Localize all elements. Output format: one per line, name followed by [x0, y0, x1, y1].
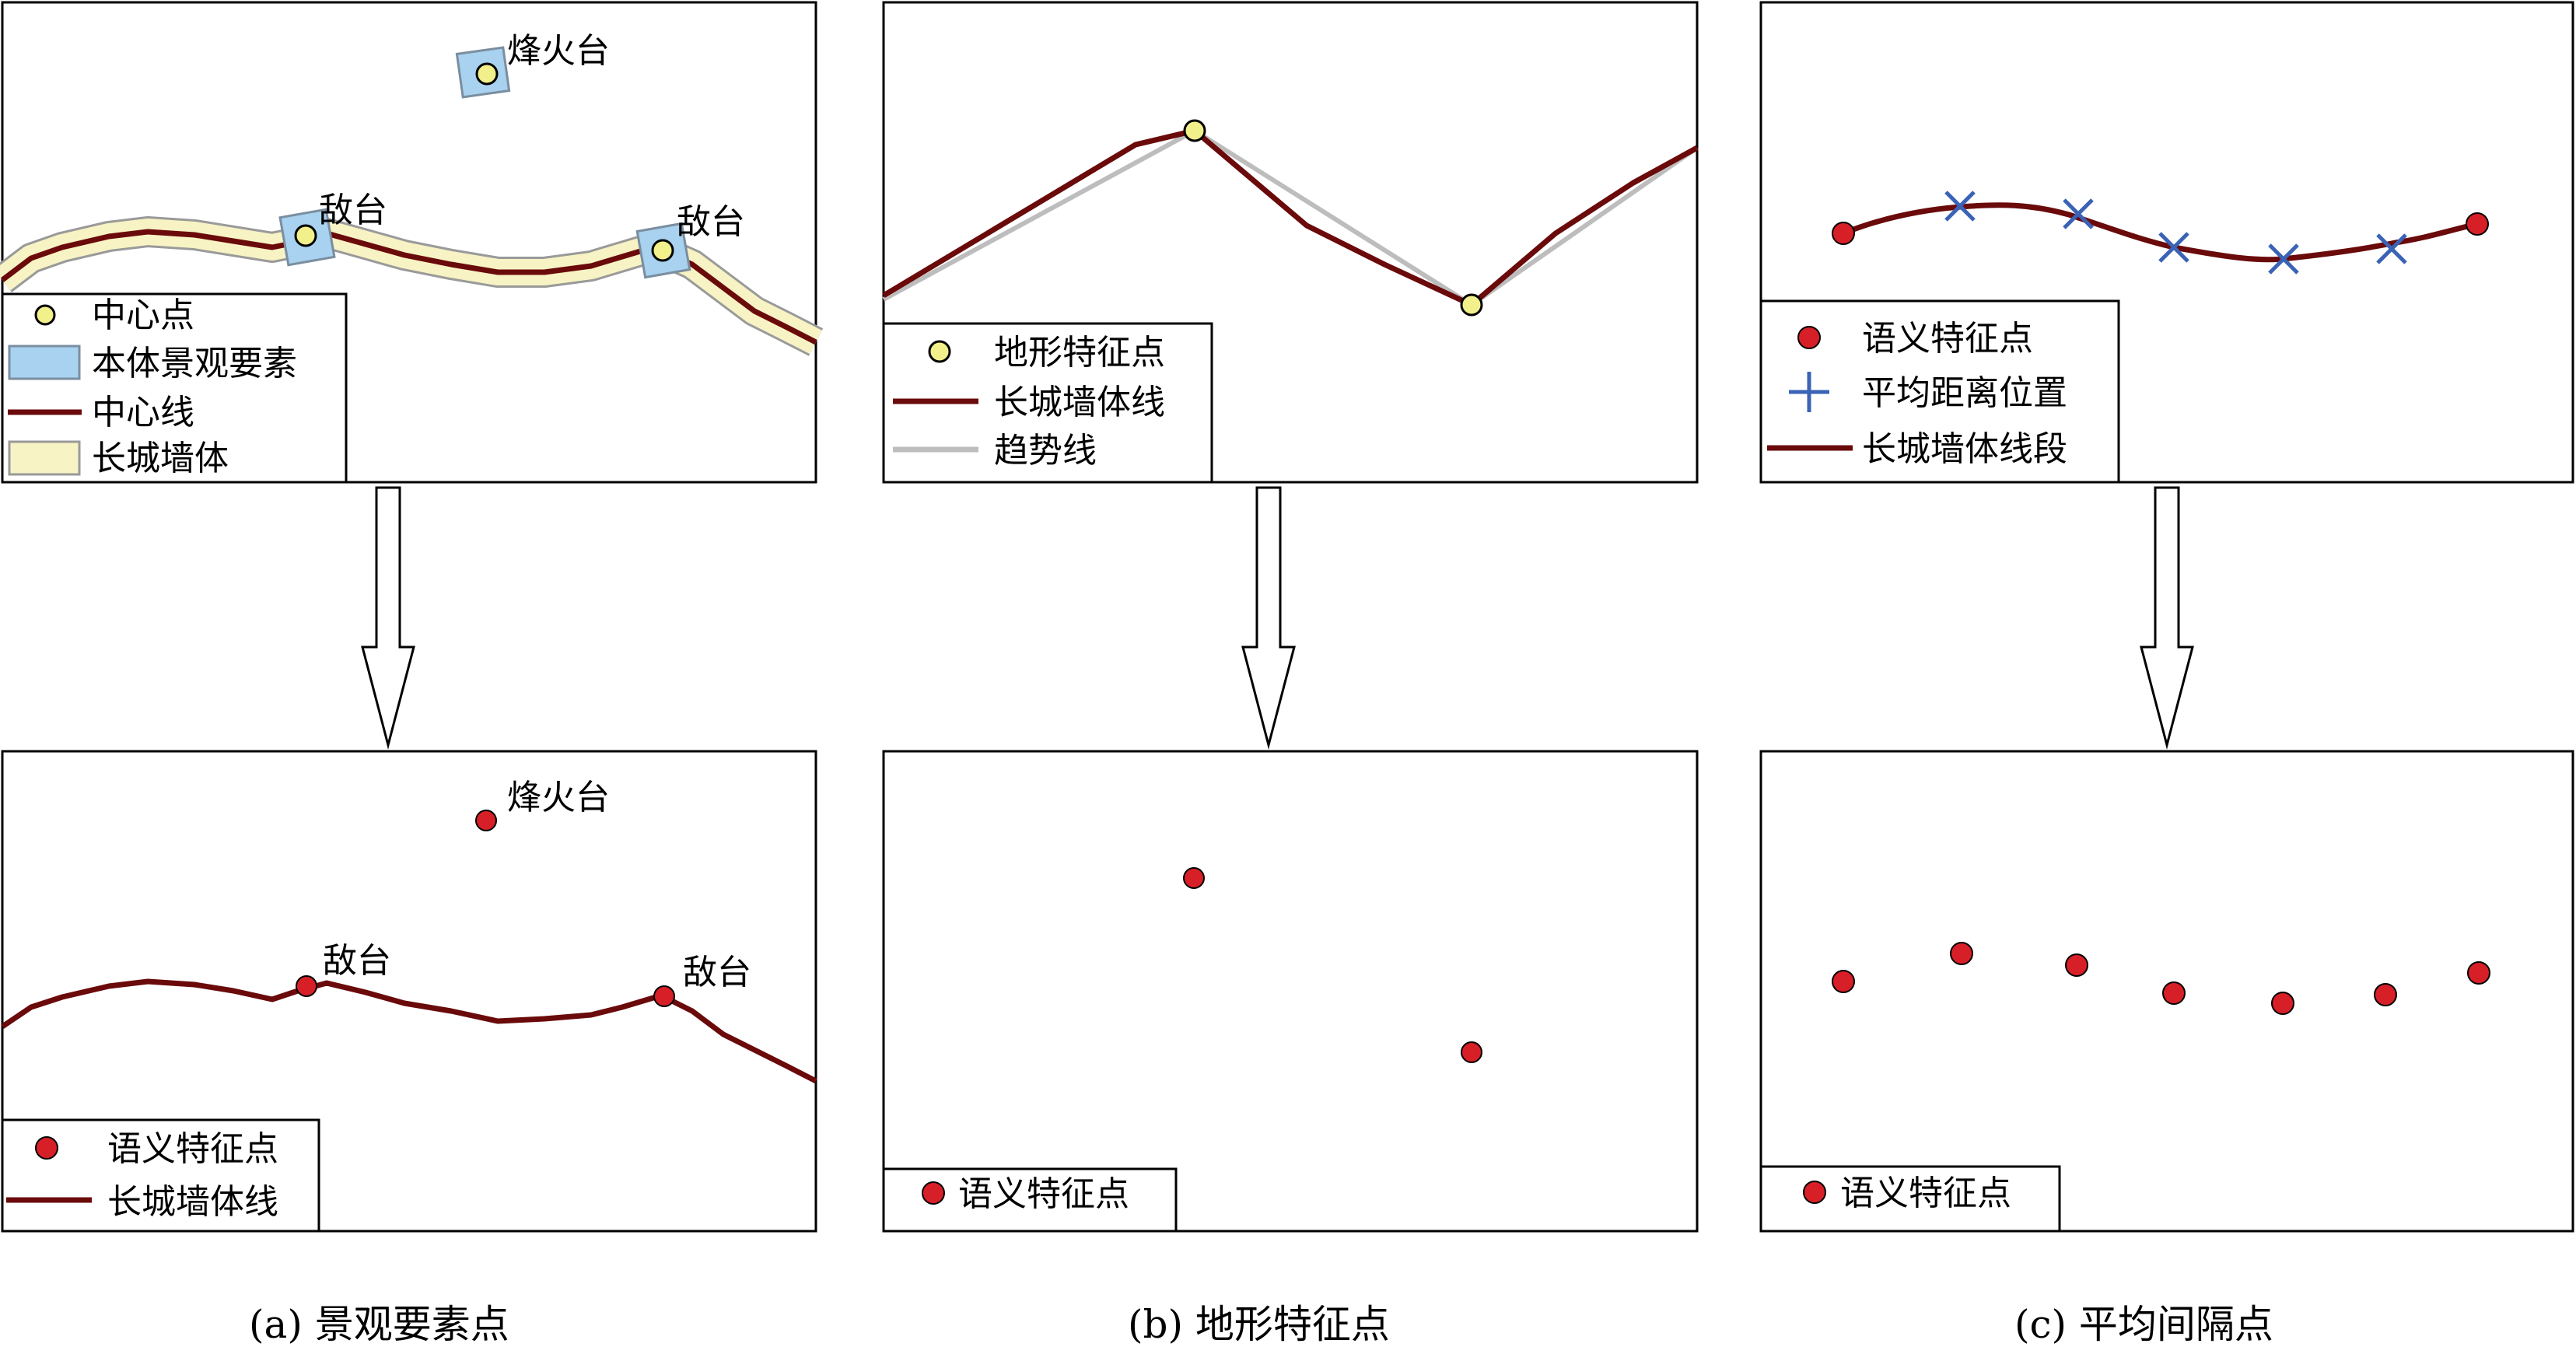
- terrain-point-valley: [1460, 293, 1483, 317]
- tower-center-point-2: [651, 239, 674, 262]
- panel-b-legend: 地形特征点 长城墙体线 趋势线: [882, 322, 1213, 484]
- result-semantic-point-4: [2162, 981, 2186, 1005]
- legend-avg-position-label: 平均距离位置: [1862, 373, 2067, 413]
- caption-c: (c) 平均间隔点: [2014, 1302, 2273, 1347]
- center-line: [0, 229, 817, 345]
- result-semantic-point-1: [1832, 970, 1855, 993]
- panel-a-top: 烽火台 敌台 敌台 中心点 本体景观要素 中心线 长城墙体: [0, 1, 824, 484]
- panel-a-result-legend: 语义特征点 长城墙体线: [1, 1118, 320, 1233]
- legend-wall-body-icon: [8, 440, 81, 476]
- panel-b-top: 地形特征点 长城墙体线 趋势线: [882, 1, 1699, 484]
- wall-line: [882, 128, 1699, 308]
- result-beacon-point: [475, 810, 497, 831]
- legend-semantic-point-icon: [1803, 1181, 1826, 1204]
- result-wall-line: [1, 978, 817, 1084]
- legend-terrain-point-icon: [928, 340, 951, 363]
- legend-semantic-point-label: 语义特征点: [1840, 1174, 2011, 1213]
- avg-position-crosses: [1944, 191, 2407, 275]
- result-tower-label-2: 敌台: [683, 953, 751, 992]
- caption-a: (a) 景观要素点: [249, 1302, 509, 1347]
- result-semantic-point-7: [2467, 961, 2490, 985]
- legend-semantic-point-label: 语义特征点: [1862, 319, 2033, 359]
- legend-entity-icon: [8, 345, 81, 380]
- panel-c-top: 语义特征点 平均距离位置 长城墙体线段: [1759, 1, 2574, 484]
- cross-icon-1: [1944, 191, 1976, 222]
- legend-trend-line-label: 趋势线: [994, 431, 1097, 471]
- panel-c-legend: 语义特征点 平均距离位置 长城墙体线段: [1759, 299, 2120, 484]
- endpoint-semantic-point-2: [2466, 212, 2489, 236]
- legend-cross-icon: [1789, 372, 1829, 412]
- panel-a-bottom: 烽火台 敌台 敌台 语义特征点 长城墙体线: [1, 750, 817, 1233]
- panel-c-bottom: 语义特征点: [1759, 750, 2574, 1233]
- legend-entity-label: 本体景观要素: [92, 344, 297, 383]
- legend-center-line-label: 中心线: [92, 393, 194, 432]
- trend-line: [882, 128, 1699, 307]
- panel-c-result-legend: 语义特征点: [1759, 1165, 2061, 1233]
- result-semantic-point-5: [2271, 992, 2294, 1015]
- caption-b: (b) 地形特征点: [1128, 1302, 1390, 1347]
- panel-b-result-legend: 语义特征点: [882, 1167, 1178, 1233]
- arrow-down-icon-c: [2140, 486, 2194, 750]
- legend-terrain-point-label: 地形特征点: [994, 333, 1165, 373]
- panel-b-bottom: 语义特征点: [882, 750, 1699, 1233]
- beacon-label: 烽火台: [507, 31, 610, 71]
- tower-label-2: 敌台: [677, 202, 745, 242]
- result-beacon-label: 烽火台: [507, 778, 610, 817]
- endpoint-semantic-point-1: [1832, 222, 1855, 245]
- terrain-point-peak: [1183, 119, 1206, 142]
- result-tower-point-2: [653, 985, 675, 1007]
- panel-a-legend: 中心点 本体景观要素 中心线 长城墙体: [1, 292, 348, 484]
- legend-wall-line-label: 长城墙体线: [107, 1182, 278, 1222]
- cross-icon-4: [2268, 243, 2299, 275]
- result-semantic-point-2: [1950, 942, 1973, 965]
- result-tower-point-1: [296, 975, 317, 997]
- result-tower-label-1: 敌台: [323, 941, 391, 981]
- legend-wall-body-label: 长城墙体: [92, 439, 229, 478]
- tower-label-1: 敌台: [319, 191, 387, 230]
- legend-semantic-point-icon: [35, 1136, 58, 1160]
- tower-center-point-1: [294, 224, 317, 247]
- panel-b-bottom-frame: [882, 750, 1699, 1233]
- legend-center-point-label: 中心点: [92, 296, 194, 335]
- legend-wall-segment-label: 长城墙体线段: [1862, 429, 2067, 469]
- result-semantic-point-1: [1183, 867, 1205, 889]
- arrow-down-icon-a: [361, 486, 415, 750]
- beacon-center-point: [475, 62, 499, 86]
- cross-icon-3: [2158, 232, 2189, 263]
- result-semantic-point-6: [2374, 983, 2397, 1006]
- legend-semantic-point-icon: [922, 1181, 945, 1205]
- legend-semantic-point-label: 语义特征点: [958, 1174, 1129, 1214]
- legend-semantic-point-label: 语义特征点: [107, 1129, 278, 1169]
- legend-center-point-icon: [34, 304, 56, 326]
- cross-icon-2: [2063, 198, 2094, 229]
- result-semantic-point-2: [1461, 1041, 1482, 1063]
- arrow-down-icon-b: [1241, 486, 1296, 750]
- cross-icon-5: [2376, 233, 2407, 264]
- result-semantic-point-3: [2065, 953, 2088, 977]
- legend-wall-line-label: 长城墙体线: [994, 383, 1165, 422]
- legend-semantic-point-icon: [1797, 326, 1821, 349]
